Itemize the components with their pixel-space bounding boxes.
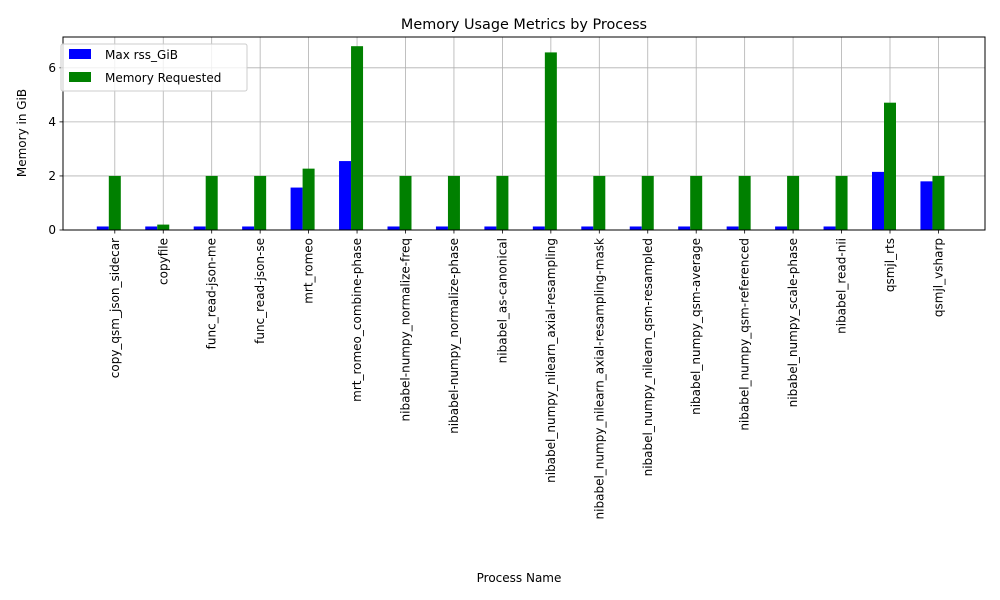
x-tick-label-qsmjl-rts: qsmjl_rts [883, 238, 897, 292]
x-tick-label-nibabel-numpy-qsm-average: nibabel_numpy_qsm-average [689, 238, 703, 415]
x-tick-label-copy-qsm-json-sidecar: copy_qsm_json_sidecar [108, 238, 122, 378]
bar-memory-requested-mrt-romeo [302, 168, 315, 230]
bar-max-rss-gib-nibabel-read-nii [823, 226, 836, 230]
bar-memory-requested-nibabel-numpy-normalize-freq [399, 175, 412, 230]
x-tick-label-qsmjl-vsharp: qsmjl_vsharp [931, 238, 945, 317]
bar-memory-requested-nibabel-numpy-nilearn-qsm-resampled [641, 175, 654, 230]
bar-max-rss-gib-mrt-romeo-combine-phase [339, 161, 352, 230]
bar-max-rss-gib-nibabel-numpy-nilearn-axial-resampling [532, 226, 545, 230]
bar-memory-requested-copyfile [157, 224, 170, 230]
y-tick-label: 4 [48, 115, 56, 129]
x-tick-label-nibabel-as-canonical: nibabel_as-canonical [495, 238, 509, 363]
legend-swatch-memory-requested [69, 72, 91, 82]
x-tick-label-nibabel-numpy-nilearn-axial-resampling-mask: nibabel_numpy_nilearn_axial-resampling-m… [592, 238, 606, 519]
y-tick-label: 0 [48, 223, 56, 237]
bar-max-rss-gib-func-read-json-me [193, 226, 206, 230]
legend-box [60, 43, 248, 92]
x-tick-label-nibabel-read-nii: nibabel_read-nii [835, 238, 849, 334]
bar-memory-requested-nibabel-as-canonical [496, 175, 509, 230]
bars [96, 46, 945, 230]
bar-max-rss-gib-nibabel-numpy-scale-phase [775, 226, 788, 230]
bar-memory-requested-nibabel-numpy-scale-phase [787, 175, 800, 230]
x-tick-label-nibabel-numpy-nilearn-axial-resampling: nibabel_numpy_nilearn_axial-resampling [544, 238, 558, 483]
x-tick-label-nibabel-numpy-qsm-referenced: nibabel_numpy_qsm-referenced [738, 238, 752, 431]
bar-max-rss-gib-nibabel-numpy-nilearn-axial-resampling-mask [581, 226, 594, 230]
bar-max-rss-gib-nibabel-numpy-nilearn-qsm-resampled [629, 226, 642, 230]
x-tick-label-nibabel-numpy-nilearn-qsm-resampled: nibabel_numpy_nilearn_qsm-resampled [641, 238, 655, 476]
x-tick-label-copyfile: copyfile [156, 238, 170, 285]
bar-max-rss-gib-nibabel-as-canonical [484, 226, 497, 230]
bar-max-rss-gib-nibabel-numpy-qsm-average [678, 226, 691, 230]
bar-max-rss-gib-qsmjl-vsharp [920, 181, 933, 230]
y-tick-label: 6 [48, 61, 56, 75]
bar-max-rss-gib-func-read-json-se [242, 226, 255, 230]
x-tick-label-mrt-romeo: mrt_romeo [302, 238, 316, 304]
x-axis: copy_qsm_json_sidecar copyfile func_read-j… [108, 230, 945, 519]
x-tick-label-func-read-json-me: func_read-json-me [205, 238, 219, 349]
bar-memory-requested-nibabel-numpy-normalize-phase [447, 175, 460, 230]
bar-memory-requested-func-read-json-me [205, 175, 218, 230]
y-axis-label: Memory in GiB [15, 89, 29, 177]
bar-memory-requested-nibabel-numpy-qsm-referenced [738, 175, 751, 230]
x-tick-label-mrt-romeo-combine-phase: mrt_romeo_combine-phase [350, 238, 364, 402]
legend-label-memory-requested: Memory Requested [105, 71, 221, 85]
bar-memory-requested-mrt-romeo-combine-phase [351, 46, 364, 230]
bar-max-rss-gib-nibabel-numpy-normalize-phase [435, 226, 448, 230]
legend-swatch-max-rss [69, 49, 91, 59]
x-axis-label: Process Name [477, 571, 562, 585]
bar-max-rss-gib-copyfile [145, 226, 158, 230]
legend: Max rss_GiB Memory Requested [60, 43, 248, 92]
legend-label-max-rss: Max rss_GiB [105, 48, 178, 62]
x-tick-label-nibabel-numpy-scale-phase: nibabel_numpy_scale-phase [786, 238, 800, 407]
bar-max-rss-gib-qsmjl-rts [872, 171, 884, 230]
bar-memory-requested-qsmjl-vsharp [932, 175, 945, 230]
bar-max-rss-gib-nibabel-numpy-qsm-referenced [726, 226, 739, 230]
bar-memory-requested-nibabel-numpy-qsm-average [690, 175, 703, 230]
x-tick-label-func-read-json-se: func_read-json-se [253, 238, 267, 344]
y-tick-label: 2 [48, 169, 56, 183]
bar-memory-requested-func-read-json-se [254, 175, 267, 230]
x-tick-label-nibabel-numpy-normalize-freq: nibabel-numpy_normalize-freq [399, 238, 413, 421]
bar-memory-requested-nibabel-numpy-nilearn-axial-resampling-mask [593, 175, 606, 230]
bar-max-rss-gib-mrt-romeo [290, 187, 303, 230]
x-tick-label-nibabel-numpy-normalize-phase: nibabel-numpy_normalize-phase [447, 238, 461, 434]
bar-memory-requested-copy-qsm-json-sidecar [108, 175, 121, 230]
bar-max-rss-gib-nibabel-numpy-normalize-freq [387, 226, 400, 230]
chart-title: Memory Usage Metrics by Process [401, 17, 647, 33]
bar-memory-requested-qsmjl-rts [884, 102, 896, 230]
bar-memory-requested-nibabel-numpy-nilearn-axial-resampling [544, 52, 557, 230]
plot-area-frame [62, 36, 986, 231]
bar-memory-requested-nibabel-read-nii [835, 175, 848, 230]
bar-max-rss-gib-copy-qsm-json-sidecar [96, 226, 109, 230]
